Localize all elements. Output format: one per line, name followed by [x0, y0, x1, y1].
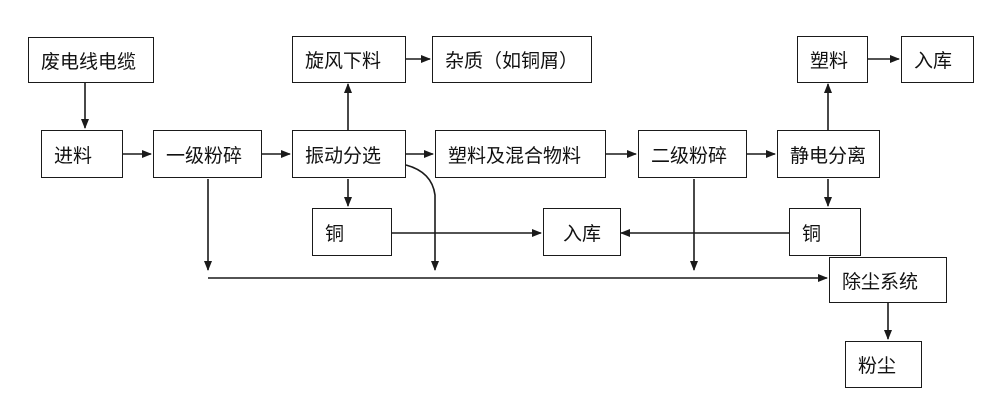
node-dust-removal: 除尘系统: [829, 257, 947, 303]
node-secondary-crush: 二级粉碎: [638, 130, 747, 178]
node-primary-crush: 一级粉碎: [153, 130, 262, 178]
node-cyclone-discharge: 旋风下料: [292, 36, 406, 83]
node-storage-mid: 入库: [543, 208, 621, 256]
node-copper-right: 铜: [789, 208, 861, 256]
node-copper-left: 铜: [312, 208, 392, 256]
node-storage-top: 入库: [901, 36, 974, 83]
node-electrostatic-separation: 静电分离: [777, 130, 880, 178]
node-vibration-sort: 振动分选: [292, 130, 406, 178]
node-impurities: 杂质（如铜屑）: [432, 36, 592, 83]
node-waste-cable: 废电线电缆: [28, 37, 154, 83]
node-feed: 进料: [41, 130, 123, 178]
edge-vibration-to-dust-bus: [405, 164, 439, 271]
node-dust: 粉尘: [845, 341, 922, 388]
node-plastic-mix: 塑料及混合物料: [435, 130, 606, 178]
node-plastic: 塑料: [797, 36, 868, 83]
